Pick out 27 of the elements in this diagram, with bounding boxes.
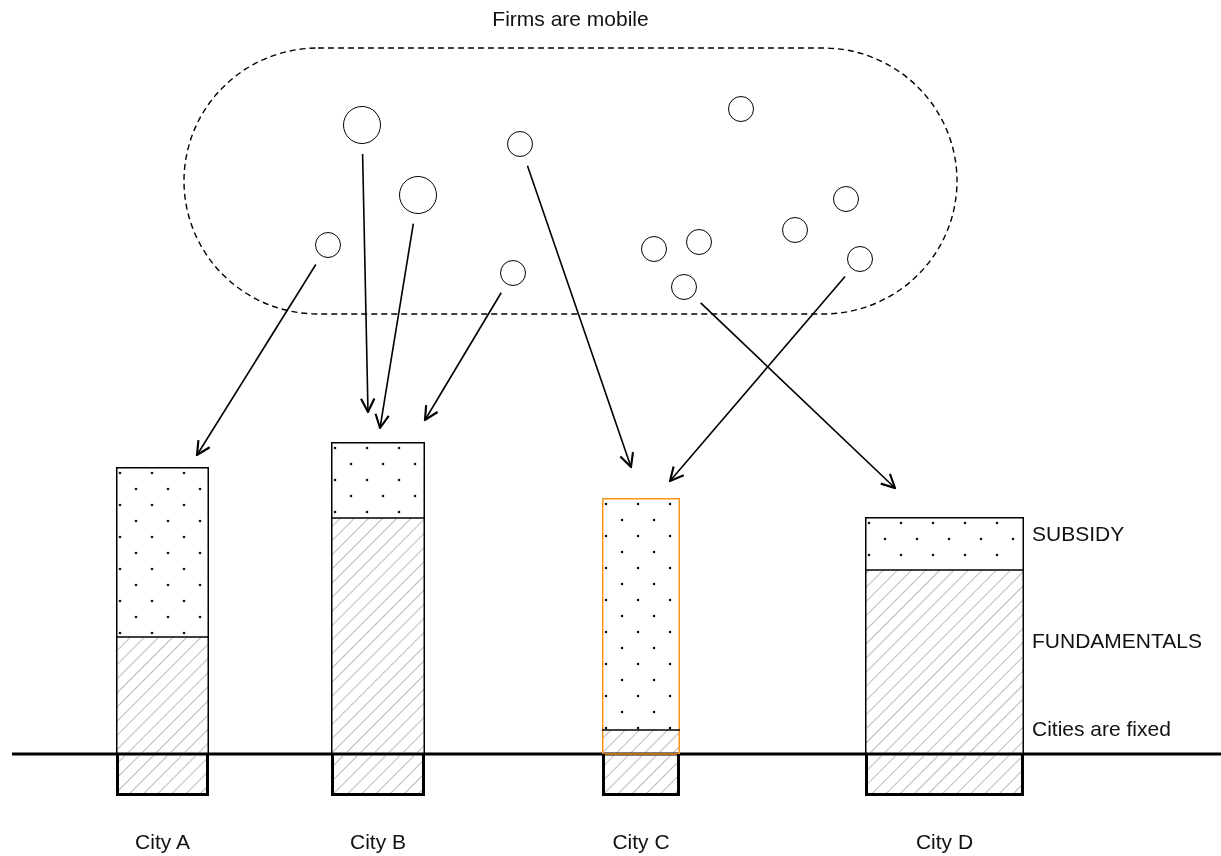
- arrow: [699, 302, 897, 490]
- city-label: City D: [915, 830, 974, 854]
- arrow: [360, 153, 376, 414]
- firm-circle: [833, 186, 859, 212]
- firm-circle: [507, 131, 533, 157]
- city-label: City A: [135, 830, 190, 854]
- firm-circle: [782, 217, 808, 243]
- firm-circle: [847, 246, 873, 272]
- group-heading: Firms are mobile: [492, 7, 649, 31]
- firm-circle: [641, 236, 667, 262]
- firm-circle: [671, 274, 697, 300]
- side-label: SUBSIDY: [1032, 522, 1125, 546]
- firm-circle: [343, 106, 381, 144]
- side-label: FUNDAMENTALS: [1032, 629, 1202, 653]
- arrow: [526, 164, 635, 469]
- firm-circle: [500, 260, 526, 286]
- city-label: City B: [350, 830, 406, 854]
- arrow: [195, 263, 317, 457]
- arrow: [423, 291, 502, 422]
- side-label: Cities are fixed: [1032, 717, 1171, 741]
- firm-circle: [315, 232, 341, 258]
- arrow: [374, 222, 415, 430]
- firm-circle: [728, 96, 754, 122]
- arrow: [668, 275, 846, 483]
- city-label: City C: [612, 830, 670, 854]
- firm-circle: [686, 229, 712, 255]
- firm-circle: [399, 176, 437, 214]
